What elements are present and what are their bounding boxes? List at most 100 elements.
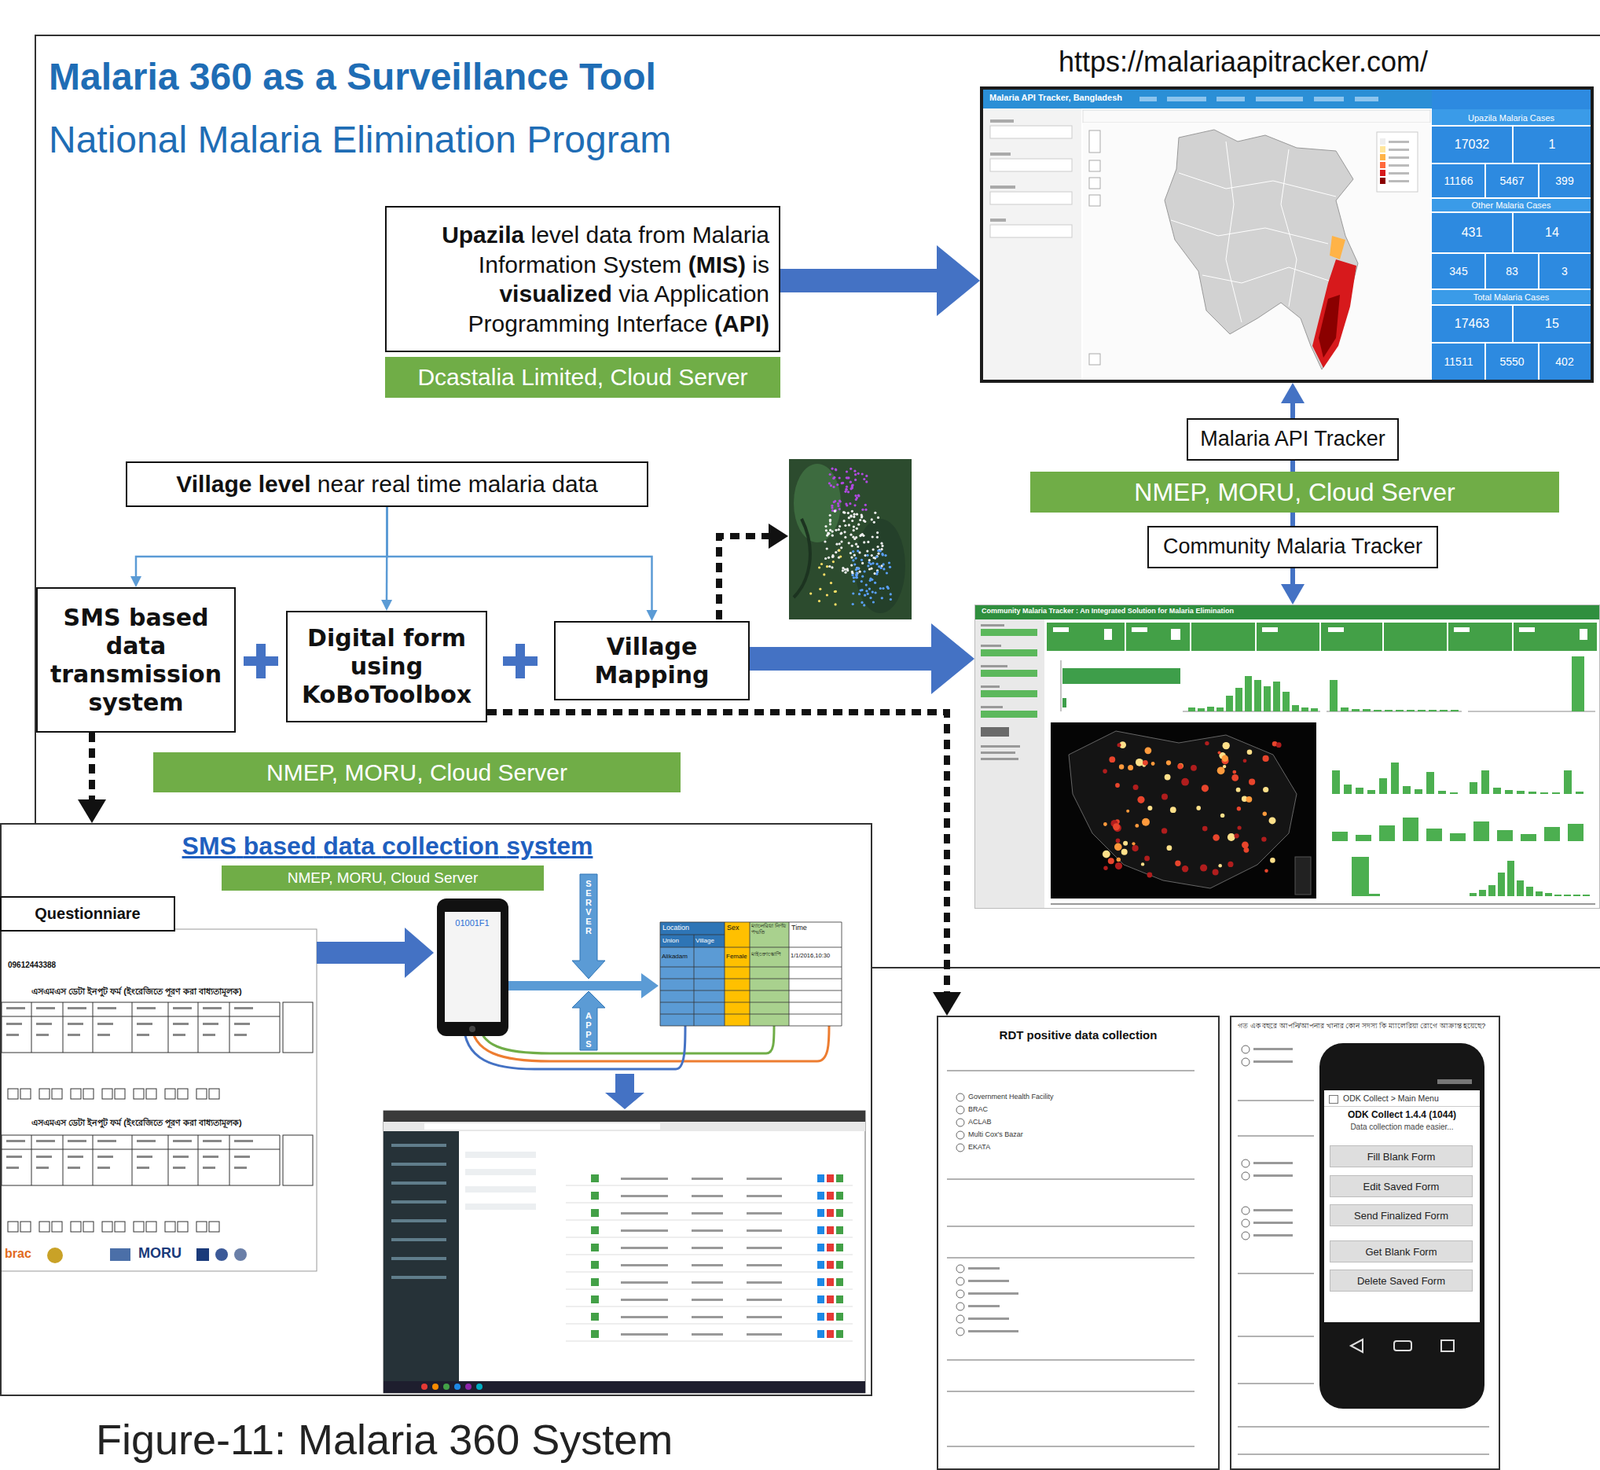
village-dot (836, 502, 840, 505)
form-grid (229, 1134, 231, 1186)
api-screenshot (990, 125, 1072, 139)
bar (1516, 790, 1525, 794)
village-dot (868, 558, 871, 562)
panel: SMS based data collection systemNMEP, MO… (0, 822, 873, 1396)
api-screenshot (1329, 235, 1346, 260)
village-dot (830, 506, 834, 509)
case-dot (1181, 777, 1189, 786)
form-text (97, 1155, 114, 1158)
case-dot (1112, 822, 1120, 830)
village-dot (864, 554, 867, 557)
node-text: Fill Blank Form (1367, 1150, 1436, 1163)
form-grid (168, 1001, 169, 1053)
cell-text (746, 1229, 782, 1232)
village-dot (864, 508, 867, 511)
village-dot (862, 540, 866, 544)
village-dot (867, 561, 870, 564)
api-screenshot (1537, 163, 1540, 199)
cell-text (620, 1332, 668, 1336)
case-dot (1147, 872, 1153, 878)
village-dot (877, 516, 880, 519)
form-text (67, 1033, 81, 1036)
data-table (788, 921, 842, 1026)
form-text (136, 1022, 153, 1025)
word: Tracker (1049, 606, 1075, 615)
connector (780, 245, 980, 316)
questionnaire-form (0, 928, 317, 1271)
server-band: Dcastalia Limited, Cloud Server (385, 356, 781, 398)
api-screenshot (1511, 212, 1514, 254)
api-screenshot (983, 89, 1432, 109)
filter-item (465, 1185, 536, 1193)
node-text: NMEP, MORU, Cloud Server (1133, 477, 1455, 507)
plus-sign (256, 643, 266, 679)
word: Saved (1389, 1274, 1419, 1287)
village-dot (849, 480, 852, 484)
village-dot (850, 556, 853, 559)
field-line (1237, 1426, 1490, 1428)
case-dot (1181, 865, 1189, 872)
button (817, 1312, 825, 1321)
bar (1291, 704, 1300, 712)
form-text (234, 1166, 247, 1169)
api-screenshot (990, 119, 1016, 222)
api-screenshot (1431, 304, 1591, 306)
word: time (417, 470, 463, 497)
word: Community (981, 606, 1021, 615)
form-box (114, 1088, 125, 1099)
api-screenshot (1379, 146, 1386, 153)
dashboard-screenshot (980, 669, 1038, 677)
field-line (1237, 1383, 1314, 1384)
form-text (172, 1033, 186, 1036)
village-dot (862, 477, 866, 481)
satellite-map (793, 463, 841, 543)
form-box (133, 1088, 144, 1099)
word: Blank (1384, 1245, 1411, 1258)
api-screenshot (990, 224, 1072, 238)
label: 15 (1544, 316, 1560, 331)
api-screenshot (1202, 267, 1336, 283)
label: 14 (1544, 225, 1560, 240)
button (826, 1312, 834, 1321)
form-grid (1, 1052, 280, 1054)
village-dot (850, 564, 853, 567)
form-text (6, 1022, 23, 1025)
label: SERVER (584, 878, 594, 936)
case-dot (1200, 863, 1208, 871)
radio (956, 1327, 965, 1336)
dashboard-screenshot (1255, 622, 1257, 651)
village-dot (869, 596, 872, 599)
bar (1207, 706, 1215, 712)
word: Malaria (1200, 426, 1270, 451)
dashboard-screenshot (980, 689, 1038, 698)
api-screenshot (990, 185, 1016, 189)
dashboard-screenshot (1319, 622, 1322, 651)
case-dot (1227, 861, 1234, 867)
bar (1516, 880, 1524, 896)
word: সদস্য (1361, 1021, 1378, 1030)
village-dot (849, 533, 852, 536)
village-dot (852, 576, 856, 579)
bar (1402, 817, 1419, 841)
form-box (39, 1221, 50, 1232)
case-dot (1161, 827, 1167, 834)
button (817, 1329, 825, 1338)
form-text (67, 1139, 87, 1142)
api-screenshot (1318, 294, 1340, 358)
form-box (146, 1221, 157, 1232)
button (817, 1260, 825, 1269)
village-dot (849, 551, 852, 555)
village-dot (852, 528, 856, 532)
connector-line (1290, 512, 1296, 526)
apps-arrow (572, 990, 606, 1050)
word: MORU, (344, 759, 424, 786)
connector (1292, 460, 1294, 472)
village-dot (871, 590, 874, 594)
word: Cloud (610, 363, 672, 390)
screenshot: Malaria API Tracker, Bangladesh (979, 86, 1594, 383)
node-text: RDT positive data collection (938, 1027, 1219, 1043)
dashboard-screenshot (1050, 722, 1317, 899)
node-text: Village Mapping (563, 632, 741, 690)
word: Malaria (1022, 606, 1047, 615)
node-text: Village level near real time malaria dat… (136, 469, 638, 500)
